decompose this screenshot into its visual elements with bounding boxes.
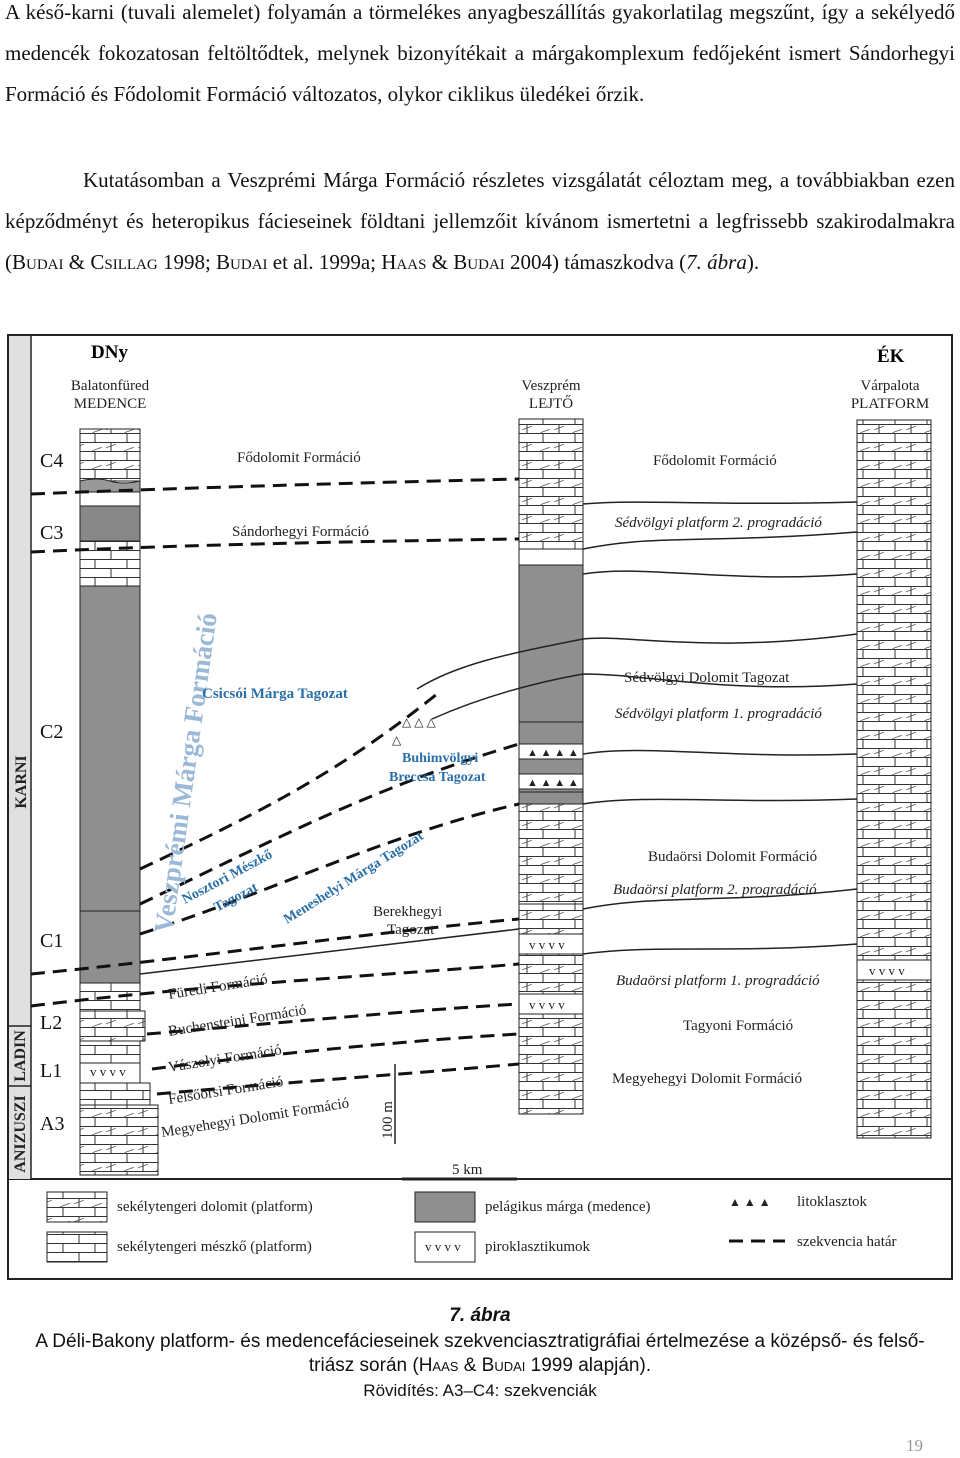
label-sedvolgyi-tag: Sédvölgyi Dolomit Tagozat [624,670,790,686]
label-budaorsi-tag: Budaörsi Dolomit Formáció [648,849,817,865]
legend-meszko: sekélytengeri mészkő (platform) [117,1239,312,1255]
stage-anizuszi: ANIZUSZI [12,1095,29,1172]
seq-c4: C4 [40,450,63,472]
svg-text:△ △ △: △ △ △ [402,715,436,729]
svg-text:v v v v: v v v v [425,1239,461,1254]
figure-caption-abbreviation: Rövidítés: A3–C4: szekvenciák [363,1381,597,1400]
col-right-name: Várpalota [860,378,919,394]
stage-ladin: LADIN [12,1030,29,1082]
svg-text:▲ ▲ ▲ ▲: ▲ ▲ ▲ ▲ [527,777,579,789]
scale-vertical-label: 100 m [380,1101,396,1139]
scale-horizontal-label: 5 km [452,1162,483,1178]
label-tagyoni: Tagyoni Formáció [683,1018,793,1034]
label-sedvolgyi-prog2: Sédvölgyi platform 2. progradáció [615,515,822,531]
svg-text:v v v v: v v v v [529,997,565,1012]
seq-a3: A3 [40,1113,64,1135]
right-column: v v v v [856,419,932,1139]
col-mid-type: LEJTŐ [529,395,573,412]
seq-c2: C2 [40,721,63,743]
label-buhim-2: Breccsa Tagozat [389,770,486,785]
svg-text:▲ ▲ ▲: ▲ ▲ ▲ [729,1195,771,1209]
legend: sekélytengeri dolomit (platform) sekélyt… [46,1191,897,1263]
direction-left: DNy [91,342,128,363]
label-budaorsi-prog2: Budaörsi platform 2. progradáció [613,882,817,898]
svg-text:v v v v: v v v v [90,1064,126,1079]
col-left-name: Balatonfüred [71,378,150,394]
figure-reference: 7. ábra [686,250,747,274]
stage-karni: KARNI [13,755,30,808]
label-sedvolgyi-prog1: Sédvölgyi platform 1. progradáció [615,706,822,722]
seq-c3: C3 [40,522,63,544]
label-fodolomit-left: Fődolomit Formáció [237,450,361,466]
figure-caption-title: 7. ábra [449,1305,511,1326]
label-megyehegyi-right: Megyehegyi Dolomit Formáció [612,1071,802,1087]
stratigraphic-figure: KARNI LADIN ANIZUSZI DNy ÉK Balatonfüred… [7,334,953,1280]
col-left-type: MEDENCE [74,396,147,412]
label-sandorhegyi: Sándorhegyi Formáció [232,524,369,540]
legend-dolomit: sekélytengeri dolomit (platform) [117,1199,313,1215]
label-buhim-1: Buhimvölgyi [402,751,478,766]
legend-marga: pelágikus márga (medence) [485,1199,650,1215]
svg-text:v v v v: v v v v [529,937,565,952]
figure-frame [7,334,953,1280]
left-column: v v v v [79,428,159,1176]
direction-right: ÉK [877,345,905,367]
seq-l2: L2 [40,1012,62,1034]
facies-boundaries [139,501,858,975]
middle-column: ▲ ▲ ▲ ▲ ▲ ▲ ▲ ▲ v v v v v v v v [518,418,584,1115]
legend-piro: piroklasztikumok [485,1239,590,1255]
label-fodolomit-right: Fődolomit Formáció [653,453,777,469]
col-mid-name: Veszprém [521,378,580,394]
paragraph-2: Kutatásomban a Veszprémi Márga Formáció … [5,168,955,274]
sequence-boundaries [30,477,520,1096]
seq-l1: L1 [40,1060,62,1082]
svg-text:▲ ▲ ▲ ▲: ▲ ▲ ▲ ▲ [527,747,579,759]
legend-hatar: szekvencia határ [797,1234,897,1250]
paragraph-1: A késő-karni (tuvali alemelet) folyamán … [5,0,955,106]
figure-caption-body: A Déli-Bakony platform- és medencefácies… [35,1331,925,1376]
svg-text:△: △ [392,733,402,747]
legend-lito: litoklasztok [797,1194,867,1210]
label-csicsoi: Csicsói Márga Tagozat [202,686,348,702]
label-budaorsi-prog1: Budaörsi platform 1. progradáció [616,973,820,989]
col-right-type: PLATFORM [851,396,929,412]
seq-c1: C1 [40,930,63,952]
page-number: 19 [906,1436,923,1455]
svg-text:v v v v: v v v v [869,963,905,978]
label-berek-2: Tagozat [387,922,435,938]
label-berek-1: Berekhegyi [373,904,442,920]
